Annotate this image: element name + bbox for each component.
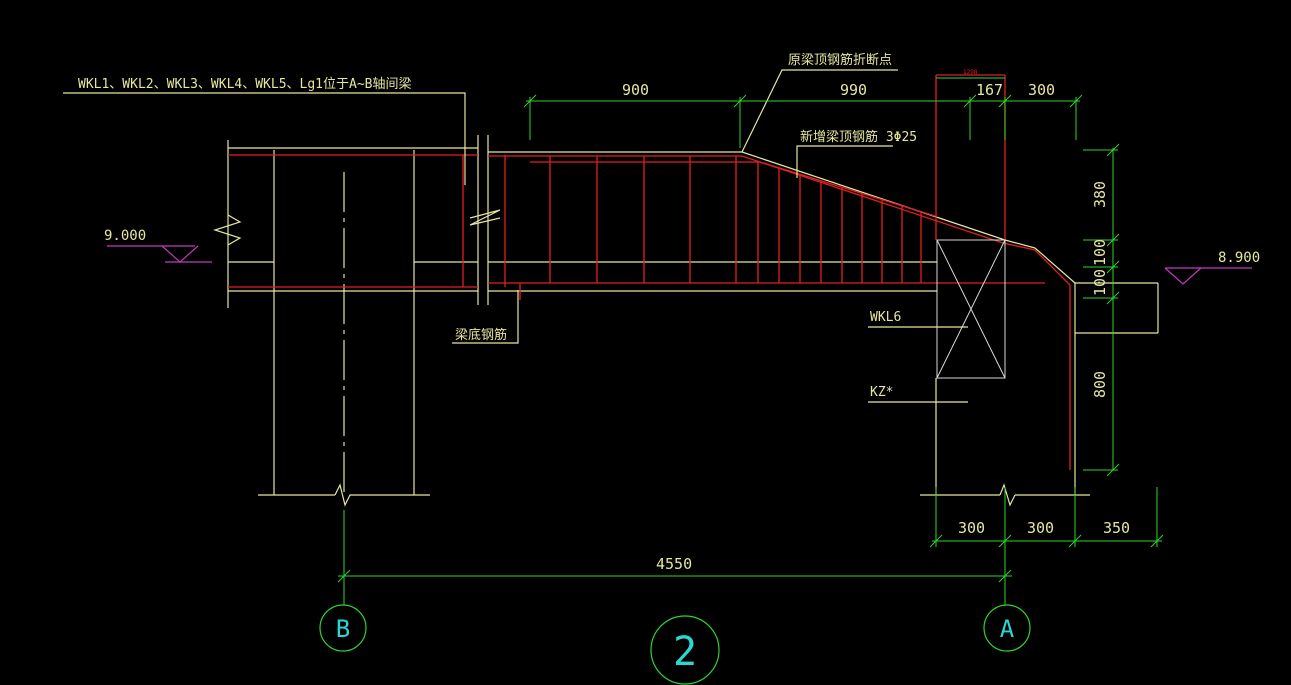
- elevation-mark-right: 8.900: [1164, 250, 1260, 285]
- dim-380: 380: [1091, 181, 1109, 208]
- bottom-bar-label: 梁底钢筋: [455, 327, 507, 343]
- bottom-dimension-chain: [929, 487, 1164, 548]
- beam-list-label: WKL1、WKL2、WKL3、WKL4、WKL5、Lg1位于A~B轴间梁: [78, 77, 412, 92]
- left-rebar: [228, 154, 506, 288]
- dim-100-a: 100: [1091, 239, 1109, 266]
- axis-bubble-b[interactable]: B: [319, 604, 367, 652]
- elevation-mark-left: 9.000: [104, 228, 212, 263]
- new-top-bar-label: 新增梁顶钢筋 3Φ25: [800, 129, 917, 145]
- axis-b-label: B: [336, 615, 350, 643]
- axis-span-dimension: [337, 510, 1012, 605]
- left-column: [258, 150, 430, 507]
- dim-4550: 4550: [656, 555, 692, 573]
- dim-300-top: 300: [1028, 81, 1055, 99]
- dim-100-b: 100: [1091, 269, 1109, 296]
- column-kz-label: KZ*: [870, 385, 893, 400]
- dim-167: 167: [976, 81, 1003, 99]
- right-column: [920, 74, 1159, 507]
- main-rebar: [488, 155, 1071, 470]
- top-dimension-chain: [523, 77, 1083, 148]
- dim-350: 350: [1103, 519, 1130, 537]
- main-beam: [488, 151, 1006, 292]
- dim-990: 990: [840, 81, 867, 99]
- dim-300-bottom-a: 300: [958, 519, 985, 537]
- detail-number: 2: [673, 629, 697, 675]
- left-beam: [213, 135, 501, 308]
- top-bar-break-label: 原梁顶钢筋折断点: [788, 52, 892, 68]
- axis-bubble-a[interactable]: A: [983, 604, 1031, 652]
- leader-lines: [63, 69, 968, 403]
- elevation-right-text: 8.900: [1218, 250, 1260, 266]
- dim-800: 800: [1091, 371, 1109, 398]
- dim-1298: 1298: [963, 69, 978, 76]
- elevation-left-text: 9.000: [104, 228, 146, 244]
- dim-300-bottom-b: 300: [1027, 519, 1054, 537]
- detail-number-bubble[interactable]: 2: [650, 615, 720, 685]
- beam-wkl6-label: WKL6: [870, 310, 901, 325]
- axis-a-label: A: [1000, 615, 1015, 643]
- right-dimension-chain: [1083, 143, 1120, 477]
- dim-900: 900: [622, 81, 649, 99]
